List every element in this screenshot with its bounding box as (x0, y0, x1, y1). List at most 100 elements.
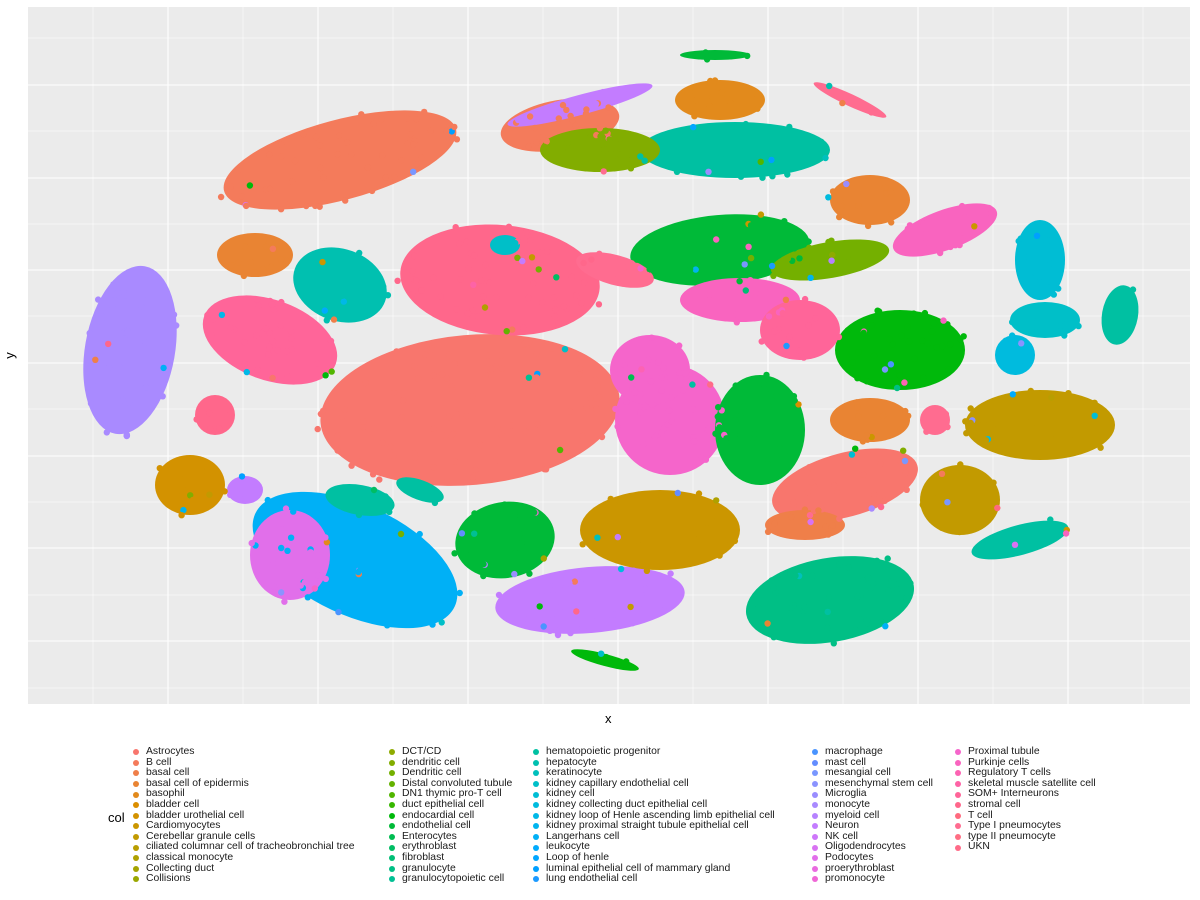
data-point (160, 364, 167, 372)
data-point (114, 289, 121, 297)
data-point (792, 572, 799, 579)
legend-label: myeloid cell (825, 809, 880, 821)
data-point (290, 508, 297, 515)
data-point (447, 587, 454, 594)
data-point (541, 143, 548, 150)
data-point (946, 525, 954, 533)
legend-label: kidney capillary endothelial cell (546, 777, 689, 789)
data-point (580, 259, 587, 267)
data-point (596, 250, 603, 257)
data-point (403, 483, 410, 490)
data-point (939, 342, 946, 350)
data-point (871, 491, 878, 498)
data-point (834, 489, 841, 496)
data-point (616, 135, 623, 143)
data-point (775, 252, 782, 259)
data-point (314, 572, 322, 579)
data-point (641, 157, 648, 164)
legend-label: bladder cell (146, 798, 200, 810)
legend-label: macrophage (825, 746, 883, 757)
data-point (342, 197, 349, 204)
data-point (322, 292, 329, 299)
data-point (251, 479, 258, 486)
data-point (246, 182, 254, 189)
data-point (786, 333, 793, 340)
data-point (638, 140, 645, 148)
data-point (742, 131, 749, 138)
data-point (693, 96, 700, 104)
data-point (606, 136, 613, 143)
legend-item: Neuron (812, 821, 933, 832)
data-point (859, 438, 867, 445)
legend-item: Proximal tubule (955, 746, 1096, 758)
data-point (664, 275, 671, 282)
data-point (768, 577, 775, 584)
data-point (518, 523, 526, 530)
data-point (158, 488, 166, 496)
data-point (321, 307, 328, 314)
data-point (758, 338, 765, 345)
legend-label: stromal cell (968, 798, 1021, 810)
data-point (967, 419, 974, 427)
data-point (863, 378, 871, 385)
data-point (548, 577, 555, 584)
legend-key (533, 781, 539, 788)
data-point (269, 245, 277, 252)
legend-label: Dendritic cell (402, 767, 462, 779)
legend-label: monocyte (825, 798, 871, 810)
data-point (266, 343, 273, 351)
data-point (110, 301, 118, 308)
data-point (512, 549, 519, 556)
data-point (323, 539, 331, 546)
cluster-astrocytes (320, 334, 620, 486)
data-point (1047, 434, 1054, 441)
legend-label: classical monocyte (146, 851, 234, 863)
data-point (443, 127, 450, 135)
data-point (901, 379, 908, 386)
data-point (479, 548, 487, 555)
data-point (829, 251, 836, 259)
data-point (783, 342, 790, 350)
data-point (658, 267, 665, 274)
data-point (680, 386, 687, 394)
data-point (956, 241, 963, 249)
data-point (407, 488, 414, 495)
data-point (328, 368, 335, 375)
data-point (620, 274, 627, 282)
data-point (451, 360, 458, 367)
data-point (334, 151, 341, 158)
data-point (796, 138, 803, 145)
cluster-kidney-capillary-endothelial-cell (1010, 302, 1080, 338)
data-point (715, 258, 722, 265)
data-point (726, 536, 734, 544)
data-point (1026, 538, 1034, 545)
data-point (269, 338, 277, 345)
data-point (572, 122, 579, 130)
data-point (835, 333, 843, 341)
data-point (971, 223, 978, 230)
data-point (533, 139, 541, 146)
legend-key (533, 844, 539, 851)
data-point (705, 220, 712, 227)
legend-key (533, 791, 539, 798)
data-point (438, 619, 445, 626)
legend-item: granulocytopoietic cell (389, 874, 512, 885)
data-point (764, 528, 772, 535)
data-point (843, 180, 850, 188)
data-point (691, 241, 698, 249)
data-point (332, 550, 339, 558)
data-point (287, 534, 295, 541)
data-point (330, 316, 338, 323)
data-point (254, 366, 261, 374)
data-point (368, 187, 376, 195)
data-point (451, 123, 458, 131)
data-point (796, 347, 803, 354)
data-point (409, 141, 417, 148)
data-point (251, 269, 258, 276)
data-point (716, 424, 723, 431)
data-point (960, 514, 967, 522)
data-point (634, 537, 641, 544)
data-point (533, 374, 540, 381)
